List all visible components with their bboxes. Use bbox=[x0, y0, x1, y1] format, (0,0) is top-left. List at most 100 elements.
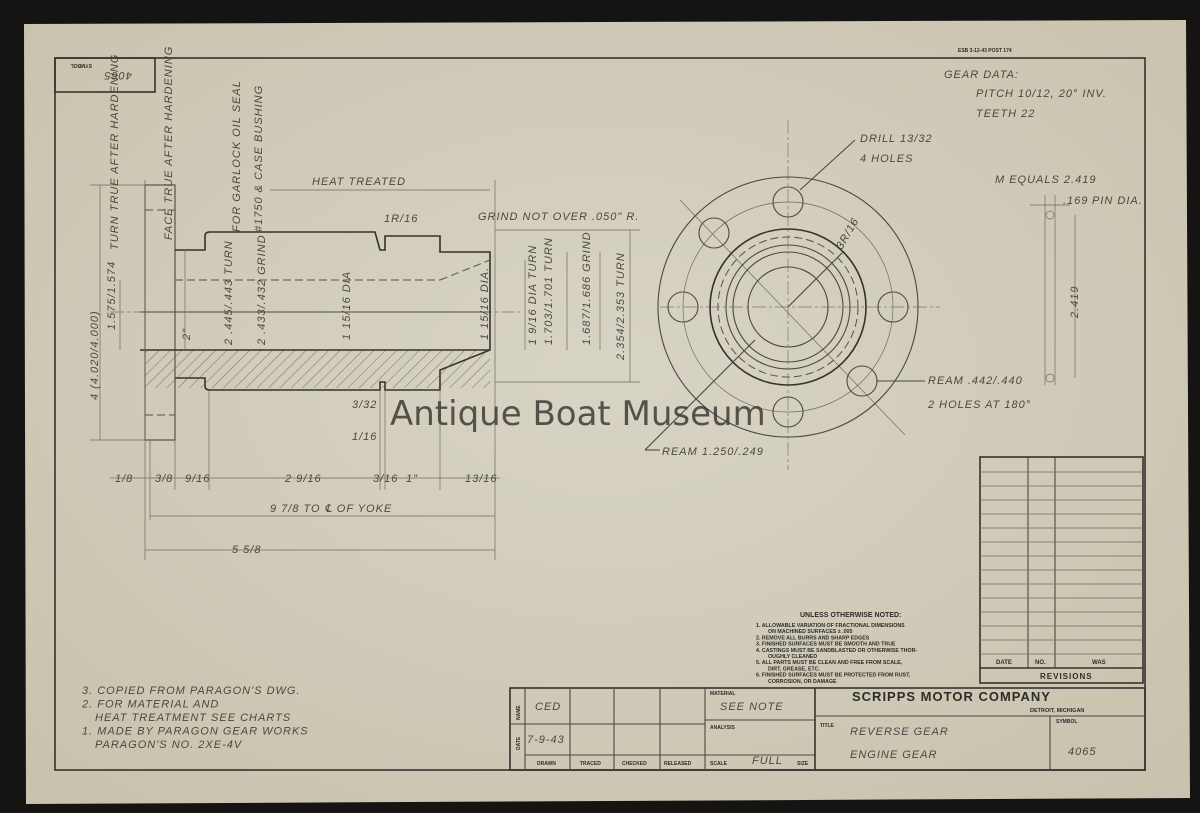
general-note-line: 4. CASTINGS MUST BE SANDBLASTED OR OTHER… bbox=[756, 648, 917, 654]
general-note-line: 3. FINISHED SURFACES MUST BE SMOOTH AND … bbox=[756, 642, 896, 648]
ream-hole bbox=[698, 217, 730, 249]
scale-value: FULL bbox=[752, 755, 783, 767]
dim-1-16: 1/16 bbox=[352, 431, 377, 443]
corner-symbol-value: 4065 bbox=[104, 69, 132, 81]
len-dim: 2 9/16 bbox=[284, 473, 322, 485]
pin-span: 2.419 bbox=[1069, 285, 1081, 319]
traced-label: TRACED bbox=[580, 761, 601, 767]
dim-1575: 1.575/1.574 bbox=[106, 261, 118, 330]
overall-length-dim: 5 5/8 bbox=[232, 544, 261, 556]
general-note-line: 1. ALLOWABLE VARIATION OF FRACTIONAL DIM… bbox=[756, 623, 905, 629]
grind-note: GRIND NOT OVER .050" R. bbox=[478, 211, 639, 223]
general-notes-heading: UNLESS OTHERWISE NOTED: bbox=[800, 612, 901, 619]
gear-data: GEAR DATA: PITCH 10/12, 20° INV. TEETH 2… bbox=[944, 69, 1143, 385]
note-face-true: FACE TRUE AFTER HARDENING bbox=[163, 46, 175, 240]
holes-note: 4 HOLES bbox=[860, 153, 913, 165]
dim-2433: 2 .433/.432 GRIND bbox=[256, 234, 268, 346]
corner-symbol-label: SYMBOL bbox=[71, 62, 92, 68]
revisions-was-header: WAS bbox=[1092, 660, 1106, 666]
revisions-no-header: NO. bbox=[1035, 660, 1046, 666]
note-turn-true: TURN TRUE AFTER HARDENING bbox=[109, 54, 121, 250]
radius-dim: 1R/16 bbox=[384, 213, 418, 225]
heat-treated-label: HEAT TREATED bbox=[312, 176, 406, 188]
dim-1703: 1.703/1.701 TURN bbox=[543, 237, 555, 345]
dim-2354: 2.354/2.353 TURN bbox=[615, 252, 627, 361]
title-line-1: REVERSE GEAR bbox=[850, 726, 949, 738]
dim-1-9-16: 1 9/16 DIA TURN bbox=[527, 245, 539, 345]
general-note-line: DIRT, GREASE, ETC. bbox=[768, 666, 821, 672]
gear-data-heading: GEAR DATA: bbox=[944, 69, 1019, 81]
symbol-label: SYMBOL bbox=[1056, 719, 1077, 725]
general-note-line: ON MACHINED SURFACES ± .005 bbox=[768, 629, 852, 635]
material-value: SEE NOTE bbox=[720, 701, 784, 713]
title-block: NAME CED DATE 7-9-43 DRAWN TRACED CHECKE… bbox=[509, 687, 1146, 771]
dim-2in: 2" bbox=[181, 328, 193, 341]
date-label: DATE bbox=[516, 736, 522, 750]
gear-pitch: PITCH 10/12, 20° INV. bbox=[976, 88, 1107, 100]
yoke-dim: 9 7/8 TO ℄ OF YOKE bbox=[270, 503, 392, 515]
watermark: Antique Boat Museum bbox=[390, 394, 766, 434]
general-note-line: 6. FINISHED SURFACES MUST BE PROTECTED F… bbox=[756, 673, 911, 679]
drawing-note-line: 2. FOR MATERIAL AND bbox=[81, 699, 219, 711]
note-case-bushing: #1750 & CASE BUSHING bbox=[253, 85, 265, 232]
drawing-date: 7-9-43 bbox=[527, 734, 565, 746]
len-dim: 13/16 bbox=[465, 473, 498, 485]
general-note-line: CORROSION, OR DAMAGE bbox=[768, 679, 837, 685]
ream-small-note: REAM .442/.440 bbox=[928, 375, 1023, 387]
bolt-hole bbox=[877, 291, 909, 323]
company-location: DETROIT, MICHIGAN bbox=[1030, 708, 1084, 714]
general-note-line: 5. ALL PARTS MUST BE CLEAN AND FREE FROM… bbox=[756, 660, 903, 666]
length-dimensions: 1/8 3/8 9/16 2 9/16 3/16 1" 13/16 9 7/8 … bbox=[110, 473, 500, 556]
dim-2445: 2 .445/.443 TURN bbox=[223, 240, 235, 346]
drawing-note-line: HEAT TREATMENT SEE CHARTS bbox=[95, 712, 291, 724]
paper-sheet bbox=[24, 20, 1190, 804]
bolt-hole bbox=[772, 396, 804, 428]
m-equals: M EQUALS 2.419 bbox=[995, 174, 1096, 186]
end-view: DRILL 13/32 4 HOLES 3R/16 REAM .442/.440… bbox=[644, 120, 1031, 470]
dim-3-32: 3/32 bbox=[352, 399, 377, 411]
drawing-note-line: 1. MADE BY PARAGON GEAR WORKS bbox=[82, 726, 309, 738]
bolt-hole bbox=[667, 291, 699, 323]
len-dim: 9/16 bbox=[185, 473, 210, 485]
overall-dia: 4 (4.020/4.000) bbox=[89, 310, 101, 400]
title-line-2: ENGINE GEAR bbox=[850, 749, 937, 761]
side-view: TURN TRUE AFTER HARDENING FACE TRUE AFTE… bbox=[89, 46, 640, 560]
pin-label: PIN DIA. bbox=[1092, 195, 1143, 207]
drawing-note-line: PARAGON'S NO. 2XE-4V bbox=[95, 739, 243, 751]
len-dim: 3/8 bbox=[155, 473, 173, 485]
gear-teeth: TEETH 22 bbox=[976, 108, 1035, 120]
revisions-date-header: DATE bbox=[996, 660, 1012, 666]
pin-dim: .169 bbox=[1063, 195, 1088, 207]
revisions-title: REVISIONS bbox=[1040, 672, 1093, 681]
hatched-section bbox=[145, 350, 490, 388]
name-label: NAME bbox=[516, 705, 522, 720]
len-dim: 1" bbox=[406, 473, 418, 485]
len-dim: 3/16 bbox=[373, 473, 398, 485]
note-garlock: FOR GARLOCK OIL SEAL bbox=[231, 80, 243, 232]
material-label: MATERIAL bbox=[710, 691, 735, 697]
drawn-label: DRAWN bbox=[537, 761, 556, 767]
general-notes: UNLESS OTHERWISE NOTED: 1. ALLOWABLE VAR… bbox=[756, 612, 917, 685]
corner-symbol-box: 4065 SYMBOL bbox=[54, 57, 156, 93]
drawing-notes: 3. COPIED FROM PARAGON'S DWG. 2. FOR MATE… bbox=[81, 685, 309, 751]
checked-label: CHECKED bbox=[622, 761, 647, 767]
company-name: SCRIPPS MOTOR COMPANY bbox=[852, 689, 1051, 704]
top-stamp: ESB 3-12-43 POST 174 bbox=[958, 48, 1012, 54]
revisions-table: DATE NO. WAS REVISIONS bbox=[979, 456, 1144, 684]
scale-label: SCALE bbox=[710, 761, 728, 767]
drawing-note-line: 3. COPIED FROM PARAGON'S DWG. bbox=[82, 685, 301, 697]
dim-1-15-16b: 1 15/16 DIA. bbox=[479, 267, 491, 340]
analysis-label: ANALYSIS bbox=[710, 725, 735, 731]
dim-1-15-16: 1 15/16 DIA bbox=[341, 271, 353, 340]
drawn-by-name: CED bbox=[535, 701, 561, 713]
title-label: TITLE bbox=[820, 723, 835, 729]
symbol-value: 4065 bbox=[1068, 746, 1096, 758]
general-note-line: 2. REMOVE ALL BURRS AND SHARP EDGES bbox=[756, 635, 870, 641]
general-note-line: OUGHLY CLEANED bbox=[768, 654, 817, 660]
bolt-hole bbox=[772, 186, 804, 218]
ream-large-note: REAM 1.250/.249 bbox=[662, 446, 764, 458]
size-label: SIZE bbox=[797, 761, 809, 767]
ream-small-holes: 2 HOLES AT 180° bbox=[927, 399, 1031, 411]
released-label: RELEASED bbox=[664, 761, 692, 767]
